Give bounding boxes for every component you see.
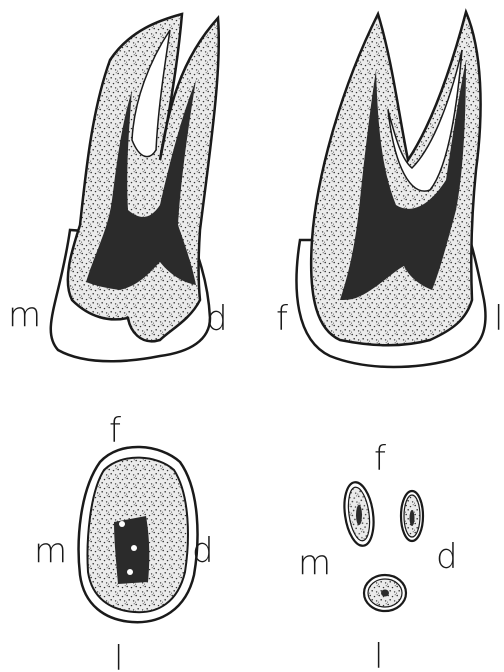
label-distal: d — [192, 531, 214, 571]
root-section-lingual — [364, 575, 406, 611]
label-lingual: l — [114, 639, 123, 672]
label-lingual: l — [494, 299, 503, 339]
label-mesial: m — [34, 531, 67, 571]
label-lingual: l — [374, 637, 383, 672]
dentin-body — [68, 14, 219, 341]
root-section-distofacial — [401, 491, 423, 541]
tooth-md-view — [51, 14, 219, 361]
cross-section-single — [79, 447, 198, 622]
label-distal: d — [206, 299, 228, 339]
canal-orifice — [119, 521, 125, 527]
canal-orifice — [131, 545, 137, 551]
cross-section-three-roots — [341, 480, 423, 611]
label-facial: f — [276, 299, 288, 339]
label-facial: f — [109, 411, 121, 451]
label-mesial: m — [8, 295, 41, 335]
canal-orifice — [127, 569, 133, 575]
root-section-mesiofacial — [341, 480, 378, 547]
tooth-fl-view — [296, 12, 485, 367]
label-facial: f — [374, 439, 386, 479]
label-distal: d — [436, 537, 458, 577]
label-mesial: m — [298, 543, 331, 583]
